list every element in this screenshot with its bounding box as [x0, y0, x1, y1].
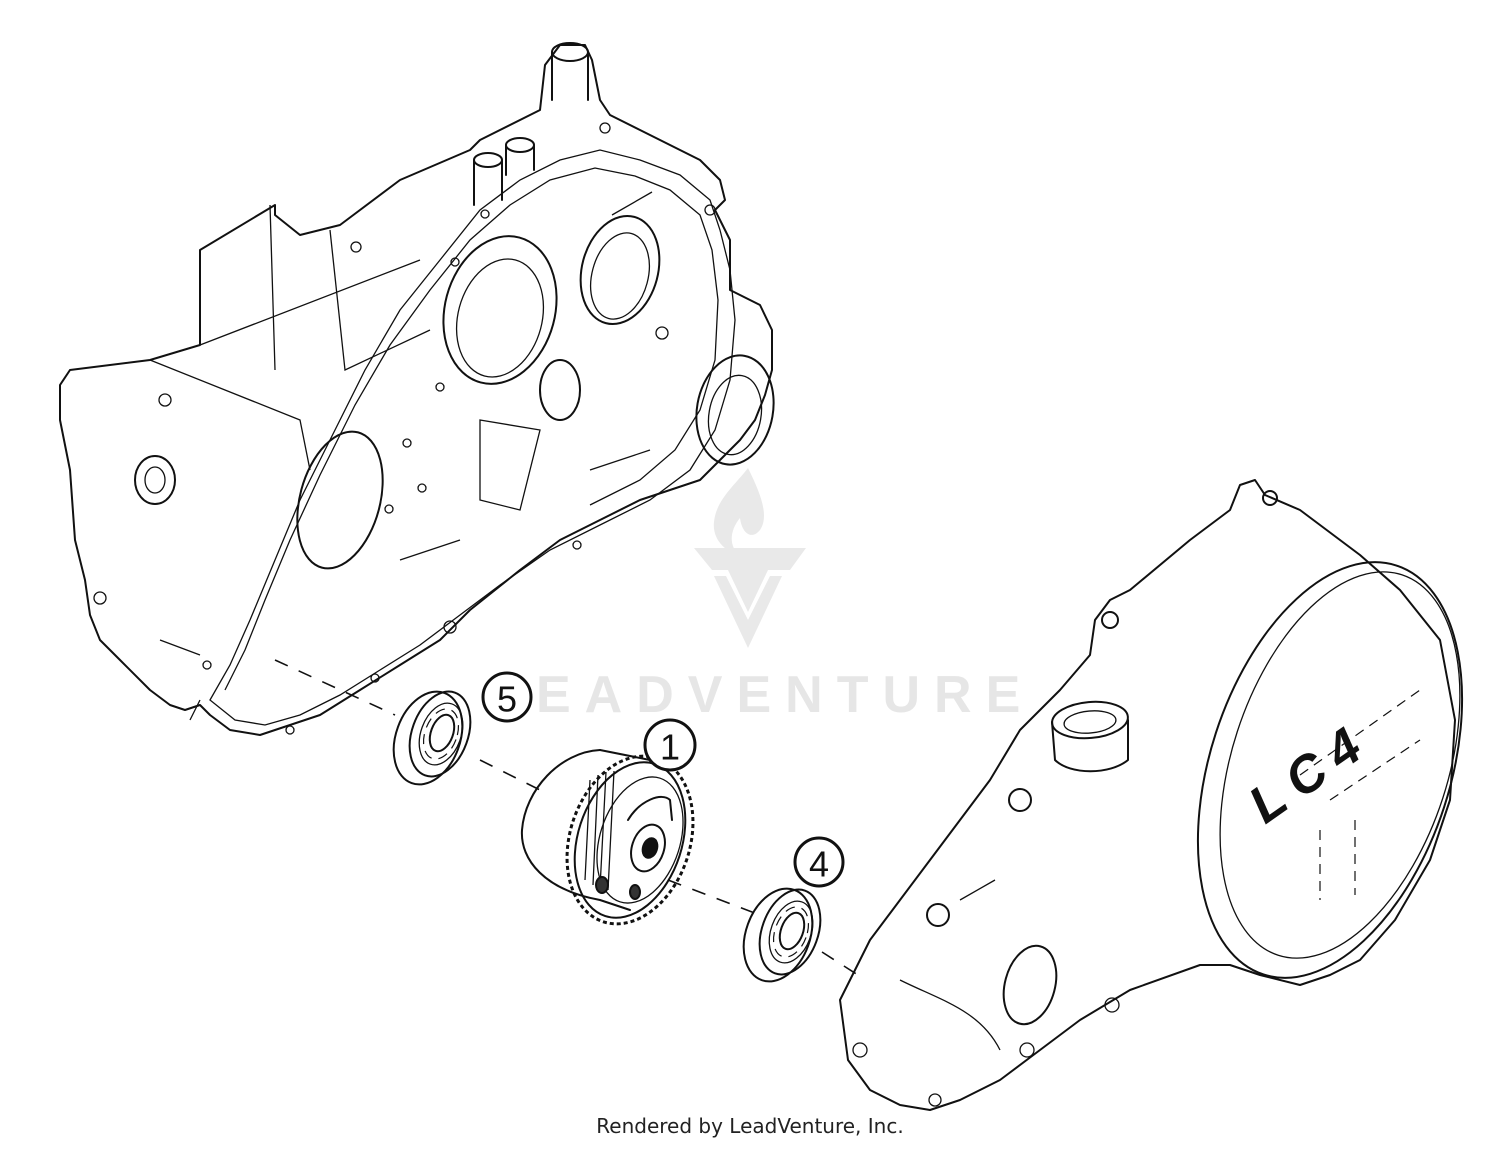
- watermark-logo-icon: [694, 468, 806, 648]
- watermark-text: EADVENTURE: [536, 666, 1034, 724]
- bearing-5[interactable]: [382, 682, 482, 794]
- engine-cover[interactable]: LC4: [839, 479, 1500, 1111]
- callout-5[interactable]: 5: [481, 671, 533, 723]
- callout-5-label: 5: [497, 679, 517, 720]
- callout-4[interactable]: 4: [793, 836, 845, 888]
- render-credit: Rendered by LeadVenture, Inc.: [596, 1114, 904, 1138]
- crankcase-half[interactable]: [59, 42, 782, 736]
- bearing-4[interactable]: [732, 879, 832, 991]
- assembly-axis-line: [274, 659, 859, 976]
- callout-1-label: 1: [660, 727, 680, 768]
- callout-4-label: 4: [809, 844, 829, 885]
- balancer-gear-1[interactable]: [520, 740, 714, 941]
- cover-marking-lc4: LC4: [1239, 710, 1382, 835]
- callout-1[interactable]: 1: [643, 718, 697, 772]
